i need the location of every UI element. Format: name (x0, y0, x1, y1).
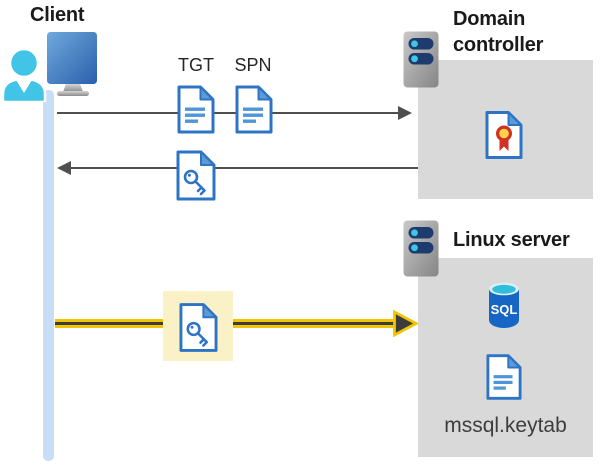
key-ticket-highlighted-icon (179, 303, 218, 352)
key-ticket-icon (176, 150, 216, 201)
client-lifeline (43, 90, 54, 461)
spn-label: SPN (234, 55, 272, 75)
sql-database-icon: SQL (489, 282, 519, 328)
sql-icon-label: SQL (491, 302, 518, 317)
domain-controller-title: Domain controller (453, 8, 544, 56)
tgt-document-icon (177, 85, 215, 134)
reply-arrow-line (66, 167, 418, 169)
reply-arrowhead-icon (57, 161, 71, 175)
keytab-document-icon (486, 354, 522, 400)
tgt-label: TGT (178, 55, 214, 75)
linux-server-title: Linux server (453, 229, 570, 251)
linux-server-icon (403, 220, 439, 277)
spn-document-icon (235, 85, 273, 134)
request-arrowhead-icon (398, 106, 412, 120)
certificate-icon (485, 111, 523, 159)
client-computer-icon (1, 32, 97, 102)
domain-controller-server-icon (403, 31, 439, 88)
keytab-label: mssql.keytab (444, 414, 567, 437)
request-arrow-line (57, 112, 401, 114)
client-title: Client (30, 4, 85, 26)
ticket-arrowhead-icon (393, 310, 419, 337)
